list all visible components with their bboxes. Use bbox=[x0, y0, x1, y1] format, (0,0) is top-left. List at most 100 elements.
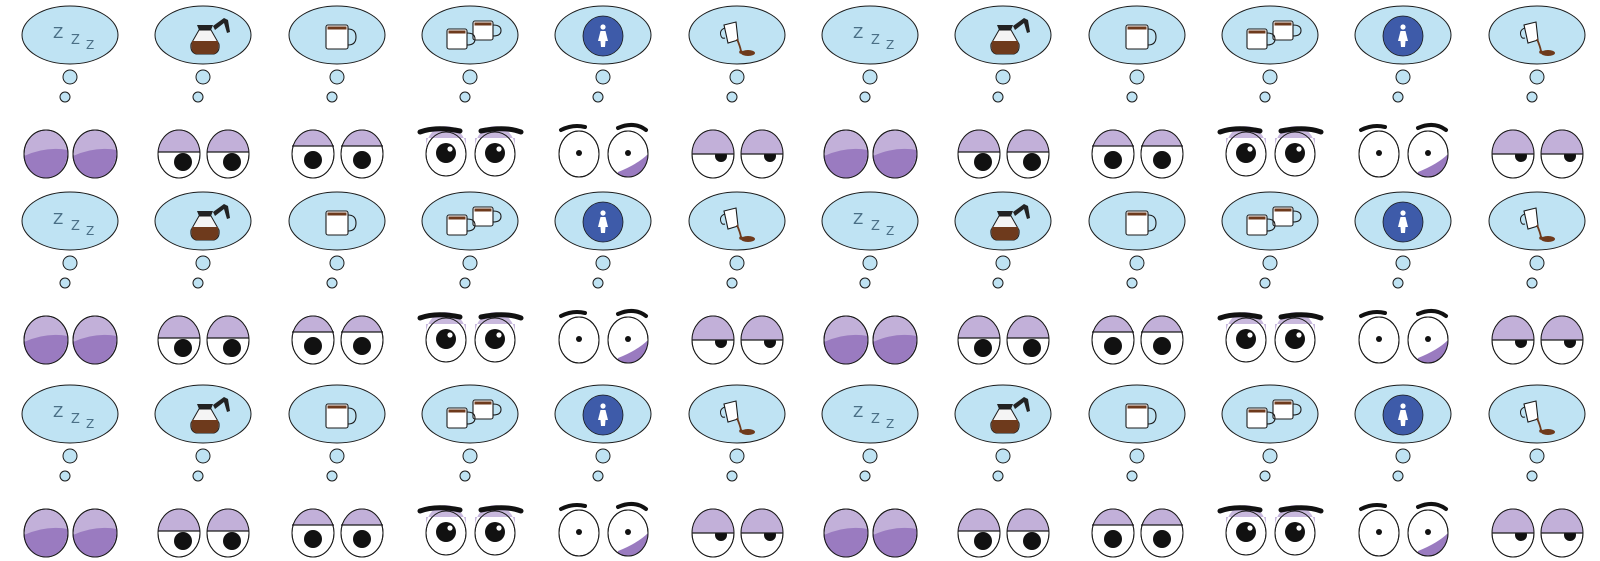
heavy-lidded-eyes bbox=[957, 129, 1050, 179]
heavy-lidded-eyes bbox=[157, 129, 250, 179]
closed-eye bbox=[872, 508, 918, 558]
zzz-letter: Z bbox=[53, 24, 63, 42]
zzz-letter: Z bbox=[886, 224, 894, 238]
zzz-letter: Z bbox=[853, 24, 863, 42]
coffee-mug-icon bbox=[1125, 210, 1157, 236]
zzz-letter: Z bbox=[71, 219, 80, 234]
thought-bubble bbox=[288, 191, 386, 289]
face-spill bbox=[670, 190, 801, 368]
lidded-eye bbox=[1140, 508, 1184, 558]
zzz-letter: Z bbox=[871, 412, 880, 427]
thought-bubble bbox=[688, 191, 786, 289]
coffee-pot-icon bbox=[990, 204, 1030, 241]
zzz-letter: Z bbox=[71, 412, 80, 427]
lidded-eye bbox=[1006, 508, 1050, 558]
lidded-eye bbox=[1540, 508, 1584, 558]
two-mugs-icon bbox=[446, 206, 502, 236]
closed-eye bbox=[872, 315, 918, 365]
wide-eye bbox=[1274, 312, 1324, 363]
lidded-eye bbox=[291, 508, 335, 558]
face-spill bbox=[670, 383, 801, 561]
coffee-mug-icon bbox=[1125, 403, 1157, 429]
closed-eyes bbox=[823, 129, 918, 179]
lidded-eye bbox=[157, 315, 201, 365]
thought-bubble bbox=[421, 5, 519, 103]
closed-eyes bbox=[23, 315, 118, 365]
startled-eye bbox=[1358, 310, 1400, 364]
coffee-mug-icon bbox=[325, 24, 357, 50]
lidded-eye bbox=[1491, 315, 1535, 365]
lidded-eye bbox=[957, 129, 1001, 179]
restroom-icon bbox=[1382, 201, 1424, 243]
closed-eye bbox=[72, 508, 118, 558]
wide-eye bbox=[1274, 126, 1324, 177]
spilled-cup-icon bbox=[720, 207, 755, 242]
face-coffee-pot bbox=[936, 383, 1067, 561]
spilled-cup-icon bbox=[720, 400, 755, 435]
startled-eye bbox=[1358, 124, 1400, 178]
restroom-icon bbox=[1382, 15, 1424, 57]
tired-eyes bbox=[691, 508, 784, 558]
thought-bubble bbox=[1488, 384, 1586, 482]
face-coffee-pot bbox=[136, 383, 267, 561]
face-restroom bbox=[536, 190, 667, 368]
face-restroom bbox=[1336, 190, 1467, 368]
face-spill bbox=[670, 4, 801, 182]
two-mugs-icon bbox=[1246, 399, 1302, 429]
face-restroom bbox=[1336, 4, 1467, 182]
zzz-letter: Z bbox=[71, 33, 80, 48]
face-two-mugs bbox=[403, 190, 534, 368]
wide-eye bbox=[1217, 126, 1267, 177]
heavy-lidded-eyes bbox=[957, 508, 1050, 558]
half-open-eyes bbox=[291, 508, 384, 558]
half-open-eyes bbox=[1091, 508, 1184, 558]
closed-eyes bbox=[823, 508, 918, 558]
lidded-eye bbox=[1540, 315, 1584, 365]
face-coffee-pot bbox=[136, 4, 267, 182]
startled-eyes bbox=[558, 309, 649, 364]
thought-bubble bbox=[154, 384, 252, 482]
two-mugs-icon bbox=[1246, 206, 1302, 236]
heavy-lidded-eyes bbox=[157, 315, 250, 365]
wide-awake-eyes bbox=[417, 505, 524, 556]
closed-eye bbox=[23, 315, 69, 365]
restroom-icon bbox=[1382, 394, 1424, 436]
lidded-eye bbox=[157, 129, 201, 179]
face-coffee-mug bbox=[270, 383, 401, 561]
face-two-mugs bbox=[403, 4, 534, 182]
half-open-eyes bbox=[1091, 129, 1184, 179]
closed-eyes bbox=[823, 315, 918, 365]
thought-bubble bbox=[1354, 384, 1452, 482]
face-spill bbox=[1470, 383, 1600, 561]
wide-eye bbox=[474, 126, 524, 177]
spilled-cup-icon bbox=[1520, 21, 1555, 56]
thought-bubble bbox=[954, 191, 1052, 289]
thought-bubble bbox=[1221, 191, 1319, 289]
lidded-eye bbox=[340, 315, 384, 365]
spilled-cup-icon bbox=[720, 21, 755, 56]
thought-bubble bbox=[1354, 5, 1452, 103]
closed-eye bbox=[823, 129, 869, 179]
wide-eye bbox=[417, 312, 467, 363]
thought-bubble bbox=[1488, 191, 1586, 289]
lidded-eye bbox=[291, 129, 335, 179]
face-two-mugs bbox=[403, 383, 534, 561]
wide-awake-eyes bbox=[417, 126, 524, 177]
lidded-eye bbox=[1091, 315, 1135, 365]
startled-eye bbox=[607, 123, 649, 178]
lidded-eye bbox=[957, 315, 1001, 365]
coffee-pot-icon bbox=[190, 18, 230, 55]
lidded-eye bbox=[740, 129, 784, 179]
